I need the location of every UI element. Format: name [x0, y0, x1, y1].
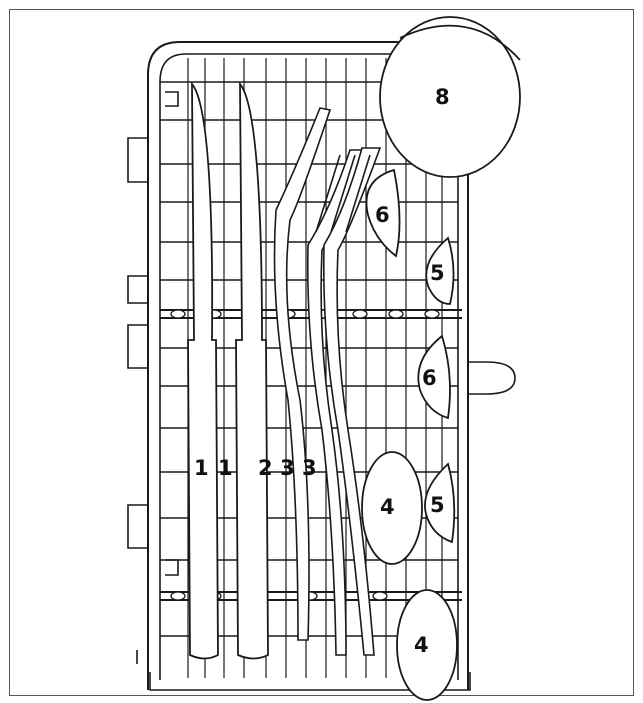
fork-3-b — [322, 147, 382, 656]
left-handle-mid — [127, 275, 148, 304]
label-teaspoon-low: 5 — [430, 493, 445, 517]
left-clip-bottom — [165, 559, 179, 576]
fork-3-a — [306, 149, 368, 656]
knife-1-right — [235, 81, 269, 660]
label-fork-a: 2 — [258, 456, 273, 480]
teaspoon-5-low — [424, 462, 456, 544]
label-spoon-low: 4 — [380, 495, 395, 519]
label-fork-c: 3 — [302, 456, 317, 480]
basket-bottom — [149, 672, 471, 691]
label-teaspoon-top: 5 — [430, 261, 445, 285]
label-spoon-top: 6 — [375, 203, 390, 227]
left-handle-top — [127, 137, 148, 183]
left-handle-lower — [127, 324, 148, 369]
left-handle-bottom — [127, 504, 148, 549]
label-spoon-bottom: 4 — [414, 633, 429, 657]
spoon-6-top — [365, 168, 401, 258]
spoon-4-bottom — [396, 589, 458, 701]
label-spoon-mid: 6 — [422, 366, 437, 390]
label-fork-b: 3 — [280, 456, 295, 480]
knife-1-left — [187, 81, 219, 660]
label-spoon-large-top: 8 — [435, 85, 450, 109]
label-knife-a: 1 — [194, 456, 209, 480]
fork-2 — [273, 107, 332, 641]
teaspoon-5-top — [425, 236, 455, 305]
spoon-8-rim — [399, 24, 521, 61]
right-knob — [468, 361, 516, 395]
spoon-8-bowl — [379, 16, 521, 178]
left-clip-top — [165, 91, 179, 107]
spoon-4-low — [361, 451, 423, 565]
spoon-6-mid — [417, 334, 451, 420]
label-knife-b: 1 — [218, 456, 233, 480]
